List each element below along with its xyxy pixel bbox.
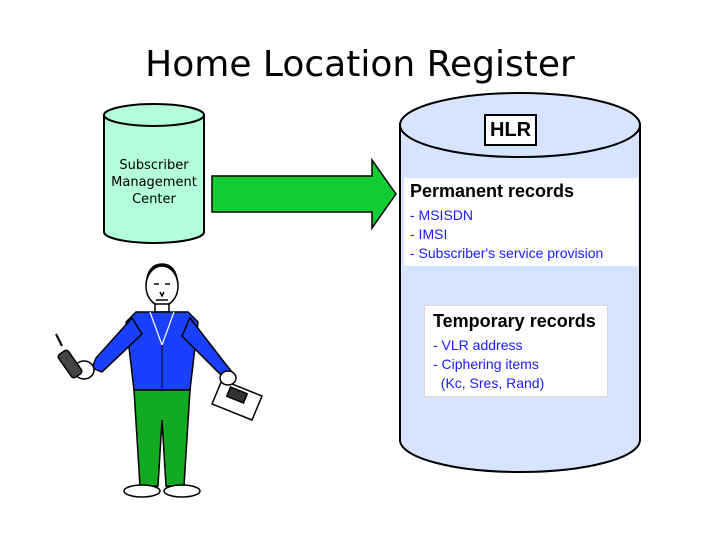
- temporary-record-item: - VLR address: [433, 337, 523, 353]
- permanent-record-item: - MSISDN: [410, 207, 473, 223]
- temporary-records-box: Temporary records - VLR address - Cipher…: [424, 305, 608, 397]
- subscriber-figure: [55, 263, 263, 498]
- permanent-records-box: Permanent records - MSISDN - IMSI - Subs…: [404, 178, 638, 266]
- permanent-record-item: - IMSI: [410, 226, 448, 242]
- temporary-record-item: (Kc, Sres, Rand): [433, 375, 545, 391]
- temporary-record-item: - Ciphering items: [433, 356, 539, 372]
- smc-label-line: Center: [132, 192, 176, 207]
- smc-label: Subscriber Management Center: [104, 157, 204, 208]
- hlr-tag: HLR: [484, 114, 538, 146]
- arrow: [211, 157, 397, 231]
- temporary-records-heading: Temporary records: [433, 311, 596, 331]
- smc-cylinder: [103, 103, 205, 244]
- hlr-cylinder: [399, 92, 641, 473]
- smc-label-line: Management: [111, 175, 197, 190]
- page-title: Home Location Register: [145, 44, 575, 85]
- permanent-record-item: - Subscriber's service provision: [410, 245, 604, 261]
- permanent-records-heading: Permanent records: [410, 181, 575, 201]
- smc-label-line: Subscriber: [119, 158, 189, 173]
